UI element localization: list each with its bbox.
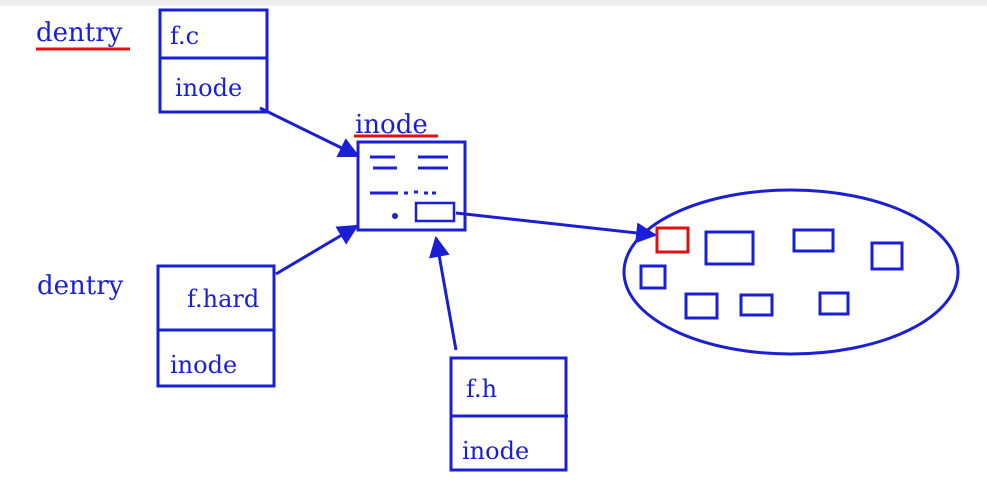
arrow-fhard-to-inode xyxy=(275,224,359,276)
arrows xyxy=(259,106,658,351)
arrow-fc-to-inode xyxy=(259,106,360,158)
f-h-inode-field: inode xyxy=(462,437,530,465)
highlighted-data-block xyxy=(655,226,690,254)
data-block xyxy=(704,230,755,266)
arrow-fh-to-inode xyxy=(428,235,458,351)
f-hard-dentry-box xyxy=(156,264,276,388)
data-block xyxy=(818,291,850,316)
f-h-name: f.h xyxy=(466,375,498,403)
arrow-inode-to-block xyxy=(455,211,658,244)
dentry-label-top: dentry xyxy=(36,18,123,48)
data-block xyxy=(684,292,719,320)
data-block xyxy=(639,264,667,290)
f-c-dentry-box xyxy=(158,8,269,114)
f-h-dentry-box xyxy=(449,356,568,472)
data-block xyxy=(792,228,835,253)
f-hard-inode-field: inode xyxy=(170,351,238,379)
f-hard-name: f.hard xyxy=(187,285,260,313)
f-c-name: f.c xyxy=(170,22,200,50)
inode-title: inode xyxy=(355,110,428,140)
top-strip xyxy=(0,0,987,6)
data-block xyxy=(870,241,904,271)
inode-box xyxy=(356,140,467,232)
data-blocks-region xyxy=(622,188,960,356)
dentry-label-bottom: dentry xyxy=(37,271,124,301)
f-c-inode-field: inode xyxy=(175,74,243,102)
data-block xyxy=(739,293,774,317)
